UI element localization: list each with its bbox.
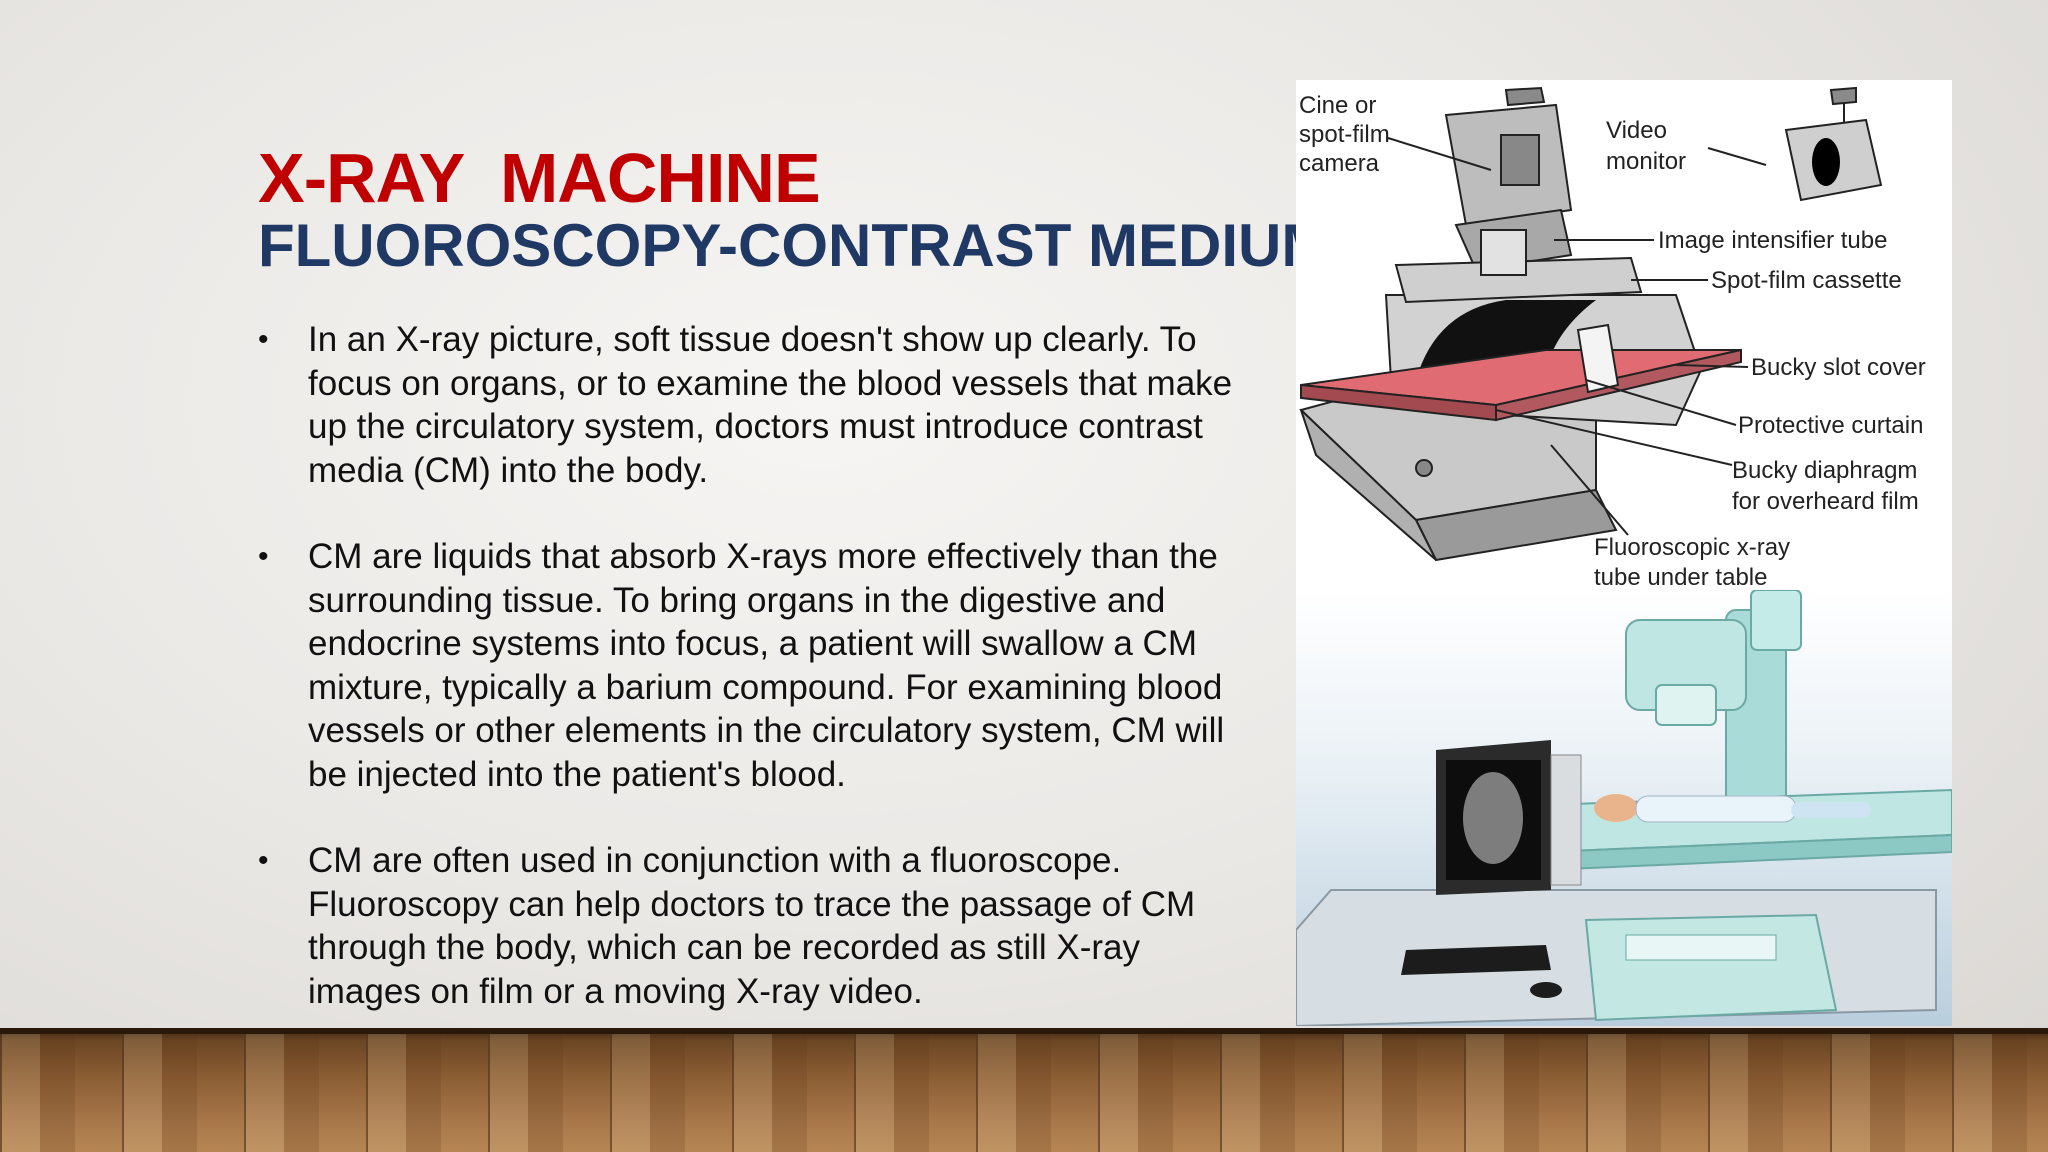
bullet-item: • CM are liquids that absorb X-rays more… — [258, 535, 1238, 796]
slide-subtitle: FLUOROSCOPY-CONTRAST MEDIUM — [258, 212, 1332, 279]
bullet-text: CM are liquids that absorb X-rays more e… — [308, 537, 1225, 794]
label-fluoro-tube: tube under table — [1594, 564, 1767, 590]
floor-edge — [0, 1028, 2048, 1034]
equipment-illustration — [1296, 589, 1952, 1026]
bullet-dot-icon: • — [258, 844, 269, 877]
label-cassette: Spot-film cassette — [1711, 267, 1902, 294]
label-video-monitor: monitor — [1606, 148, 1686, 175]
label-cine: Cine or — [1299, 92, 1376, 119]
bullet-dot-icon: • — [258, 540, 269, 573]
label-cine: spot-film — [1299, 121, 1390, 148]
wood-floor — [0, 1028, 2048, 1152]
label-bucky-slot: Bucky slot cover — [1751, 354, 1926, 381]
label-fluoro-tube: Fluoroscopic x-ray — [1594, 534, 1790, 561]
label-video-monitor: Video — [1606, 117, 1667, 144]
bullet-item: • CM are often used in conjunction with … — [258, 839, 1238, 1013]
label-cine: camera — [1299, 150, 1380, 177]
label-bucky-diaphragm: for overheard film — [1732, 488, 1919, 515]
fluoroscopy-diagram: Cine or spot-film camera Video monitor I… — [1299, 86, 1926, 590]
bullet-text: CM are often used in conjunction with a … — [308, 841, 1196, 1011]
xray-figure: Cine or spot-film camera Video monitor I… — [1296, 80, 1952, 1026]
bullet-dot-icon: • — [258, 323, 269, 356]
bullet-item: • In an X-ray picture, soft tissue doesn… — [258, 318, 1238, 492]
label-bucky-diaphragm: Bucky diaphragm — [1732, 457, 1917, 484]
slide-title: X-RAY MACHINE — [258, 139, 821, 217]
bullet-list: • In an X-ray picture, soft tissue doesn… — [258, 318, 1238, 1056]
label-curtain: Protective curtain — [1738, 412, 1923, 439]
bullet-text: In an X-ray picture, soft tissue doesn't… — [308, 320, 1233, 490]
label-intensifier: Image intensifier tube — [1658, 227, 1887, 254]
fluoroscopy-room-photo — [1296, 589, 1952, 1026]
